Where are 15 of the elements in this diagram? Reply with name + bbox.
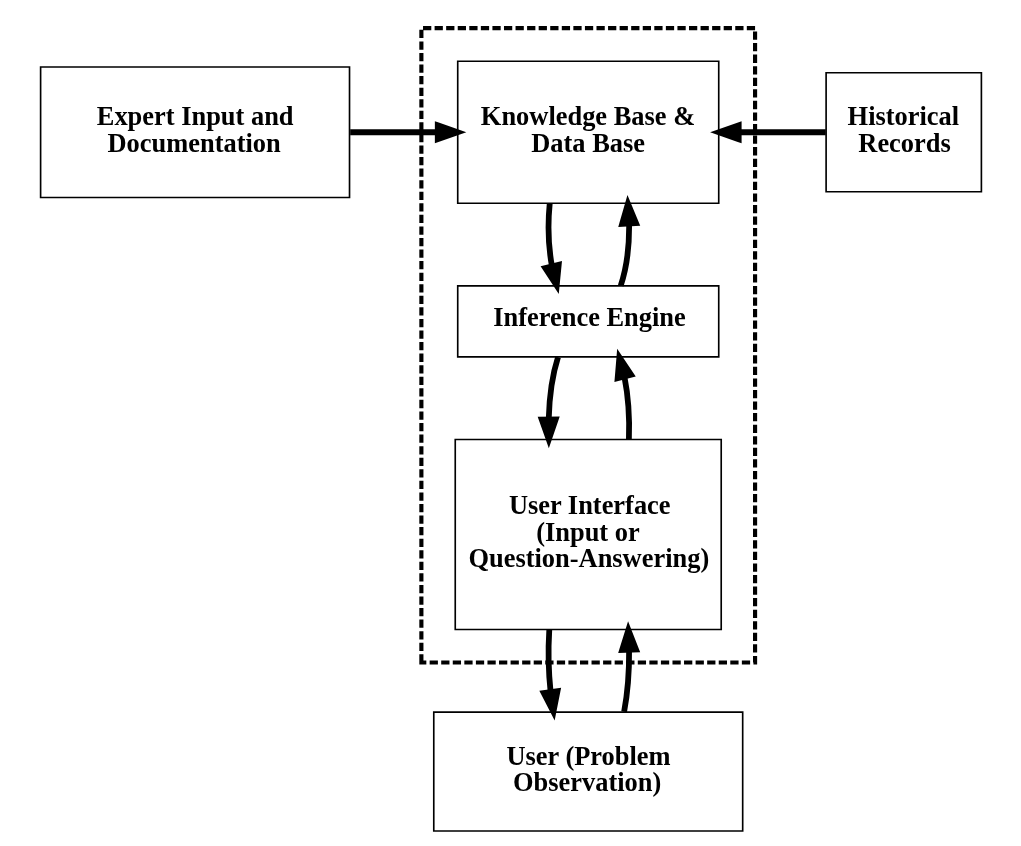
arrow <box>617 194 640 287</box>
arrow <box>349 121 466 144</box>
arrow <box>617 621 640 713</box>
node-box: Historical Records <box>824 71 982 193</box>
arrow <box>540 203 562 295</box>
node-box: User Interface (Input or Question-Answering) <box>453 438 722 631</box>
node-box: Inference Engine <box>456 285 720 358</box>
node-box: Expert Input and Documentation <box>39 66 350 199</box>
arrow <box>537 356 561 449</box>
arrow <box>613 348 636 440</box>
node-box: User (Problem Observation) <box>432 711 743 832</box>
cluster <box>418 26 757 665</box>
arrow <box>709 121 826 144</box>
arrow <box>538 629 561 721</box>
node-box: Knowledge Base & Data Base <box>456 60 720 205</box>
